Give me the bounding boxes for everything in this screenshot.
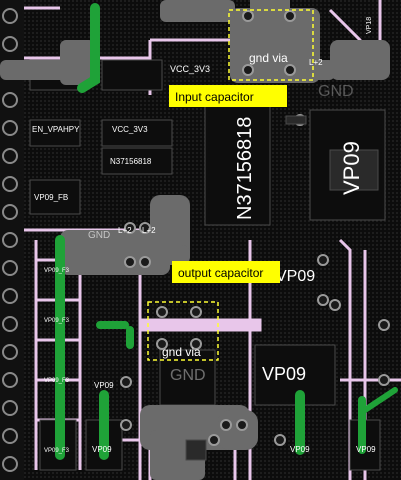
top-traces xyxy=(55,3,398,460)
label-en: EN_VPAHPY xyxy=(32,125,80,134)
input-capacitor-label: Input capacitor xyxy=(175,90,254,104)
output-capacitor-callout: output capacitor xyxy=(172,261,280,283)
label-vp09-pad-1: VP09_F3 xyxy=(44,268,70,274)
label-vcc-top: VCC_3V3 xyxy=(170,64,210,74)
label-vp09-small-2: VP09 xyxy=(92,445,112,454)
gnd-via-label-top: gnd via xyxy=(249,51,288,65)
label-vp09-pad-2: VP09_F3 xyxy=(44,318,70,324)
pads xyxy=(185,115,379,461)
label-vcc-mid: VCC_3V3 xyxy=(112,125,148,134)
label-vp09-big-bottom: VP09 xyxy=(262,364,306,384)
gnd-via-label-bottom: gnd via xyxy=(162,345,201,359)
callout-boxes xyxy=(147,9,314,361)
gnd-via-box-top xyxy=(228,9,314,81)
label-vp09-mid: VP09 xyxy=(276,268,315,285)
input-capacitor-callout: Input capacitor xyxy=(169,85,287,107)
label-vp09-pad-4: VP09_F3 xyxy=(44,448,70,454)
label-gnd-top-right: GND xyxy=(318,83,354,100)
label-part-small: N37156818 xyxy=(110,157,152,166)
gnd-via-box-bottom xyxy=(147,301,219,361)
label-l2-top: L+2 xyxy=(309,58,323,67)
label-part-big: N37156818 xyxy=(234,117,256,220)
label-l2-mid: L+2 xyxy=(118,226,132,235)
silkscreen-text: VCC_3V3 EN_VPAHPY VCC_3V3 N37156818 VP09… xyxy=(32,17,376,454)
output-capacitor-label: output capacitor xyxy=(178,266,263,280)
label-vp09-big-right: VP09 xyxy=(339,141,364,195)
label-vp09-small-3: VP09 xyxy=(290,445,310,454)
bottom-copper xyxy=(0,0,390,480)
label-gnd-mid: GND xyxy=(88,230,110,241)
vias xyxy=(120,10,390,446)
label-vp09-small-1: VP09 xyxy=(94,381,114,390)
label-vp09-small-4: VP09 xyxy=(356,445,376,454)
label-vp09-pad-3: VP09_F3 xyxy=(44,378,70,384)
label-gnd-bottom: GND xyxy=(170,367,206,384)
label-vp18: VP18 xyxy=(366,17,373,34)
label-vp09-fb: VP09_FB xyxy=(34,193,68,202)
label-l2-mid2: L+2 xyxy=(142,226,156,235)
